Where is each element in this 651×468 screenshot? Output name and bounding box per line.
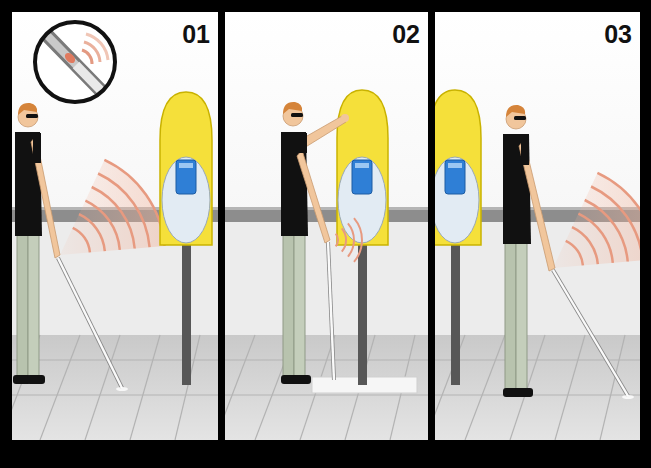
- step-number: 02: [392, 22, 420, 47]
- step-panel: 01: [12, 12, 218, 440]
- scene-2: [225, 12, 428, 440]
- scene-3: [435, 12, 640, 440]
- step-number: 01: [182, 22, 210, 47]
- scene-1: [12, 12, 218, 440]
- step-number: 03: [604, 22, 632, 47]
- step-panel: 03: [435, 12, 640, 440]
- step-panel: 02: [225, 12, 428, 440]
